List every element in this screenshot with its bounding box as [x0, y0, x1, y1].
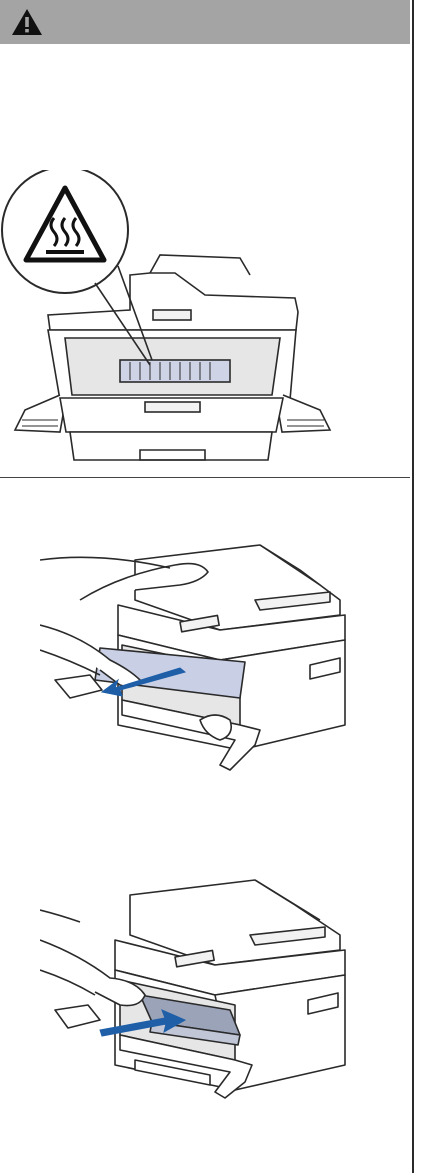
- caution-header: [0, 0, 410, 44]
- section-divider: [0, 477, 410, 478]
- page-margin-rule: [412, 0, 420, 1173]
- warning-triangle-icon: [10, 7, 44, 37]
- hot-surface-warning-illustration: [0, 170, 410, 470]
- remove-jammed-paper-illustration: [40, 530, 380, 780]
- reinstall-drum-toner-illustration: [40, 860, 380, 1100]
